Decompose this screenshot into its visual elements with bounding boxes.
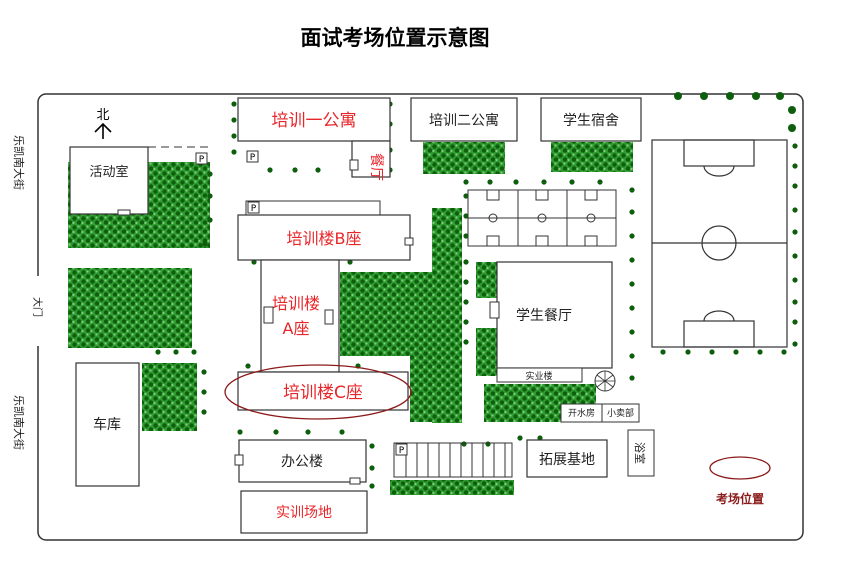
svg-text:乐凯南大街: 乐凯南大街 <box>12 395 26 450</box>
canteen-small: 餐厅 <box>349 140 391 181</box>
svg-text:北: 北 <box>96 108 109 123</box>
training-building-a: 培训楼 A座 <box>260 259 340 373</box>
svg-text:P: P <box>250 153 256 163</box>
training-dorm-two: 培训二公寓 <box>410 97 518 142</box>
svg-text:培训楼B座: 培训楼B座 <box>287 229 362 248</box>
svg-text:实业楼: 实业楼 <box>525 370 552 382</box>
svg-text:培训楼C座: 培训楼C座 <box>283 383 363 403</box>
main-gate-label: 大门 <box>31 297 44 317</box>
training-dorm-one: 培训一公寓 <box>237 97 391 142</box>
legend-exam-symbol <box>709 456 771 480</box>
round-tree <box>594 370 616 392</box>
street-label-top: 乐凯南大街 <box>12 135 26 190</box>
lab-building: 实业楼 <box>496 367 583 383</box>
legend: 考场位置 <box>709 456 771 506</box>
legend-label: 考场位置 <box>716 491 764 506</box>
svg-text:A座: A座 <box>283 319 310 338</box>
parking-icon-building-b: P <box>247 201 260 214</box>
svg-text:开水房: 开水房 <box>568 407 595 419</box>
svg-text:办公楼: 办公楼 <box>281 454 323 470</box>
football-field <box>651 139 788 348</box>
outward-base: 拓展基地 <box>526 439 608 478</box>
svg-text:小卖部: 小卖部 <box>607 407 634 419</box>
svg-text:学生宿舍: 学生宿舍 <box>563 112 619 129</box>
svg-text:培训二公寓: 培训二公寓 <box>429 112 499 129</box>
tree-areas <box>68 142 633 495</box>
svg-text:餐厅: 餐厅 <box>368 153 384 181</box>
svg-text:P: P <box>399 446 405 456</box>
parking-icon-lot: P <box>395 443 408 456</box>
svg-text:浴室: 浴室 <box>633 442 647 464</box>
svg-text:P: P <box>199 155 205 165</box>
boiler-room: 开水房 <box>560 403 603 423</box>
north-arrow: 北 <box>94 108 112 139</box>
map-title: 面试考场位置示意图 <box>301 26 490 50</box>
svg-text:活动室: 活动室 <box>89 164 128 180</box>
office-building: 办公楼 <box>234 439 367 485</box>
svg-text:培训一公寓: 培训一公寓 <box>272 111 357 131</box>
training-building-b: 培训楼B座 <box>237 200 414 261</box>
student-dorm: 学生宿舍 <box>540 97 642 142</box>
svg-text:拓展基地: 拓展基地 <box>539 451 595 468</box>
gate-opening <box>34 276 42 346</box>
parking-lot <box>393 442 513 478</box>
svg-text:乐凯南大街: 乐凯南大街 <box>12 135 26 190</box>
parking-icon-activity: P <box>195 152 208 165</box>
bathroom: 浴室 <box>627 429 655 477</box>
svg-text:学生餐厅: 学生餐厅 <box>516 308 572 324</box>
training-building-c: 培训楼C座 <box>237 371 409 411</box>
activity-room: 活动室 <box>69 146 149 216</box>
svg-text:P: P <box>251 204 257 214</box>
shop: 小卖部 <box>601 403 640 423</box>
svg-text:实训场地: 实训场地 <box>276 505 332 521</box>
svg-text:车库: 车库 <box>93 416 121 433</box>
exam-location-marker <box>224 364 412 420</box>
basketball-courts <box>467 189 617 247</box>
student-canteen: 学生餐厅 <box>489 261 613 369</box>
svg-text:大门: 大门 <box>31 297 44 317</box>
parking-icon-dorm-one: P <box>246 150 259 163</box>
training-ground: 实训场地 <box>240 490 368 534</box>
svg-text:培训楼: 培训楼 <box>272 294 320 313</box>
street-label-bottom: 乐凯南大街 <box>12 395 26 450</box>
garage: 车库 <box>75 362 140 487</box>
